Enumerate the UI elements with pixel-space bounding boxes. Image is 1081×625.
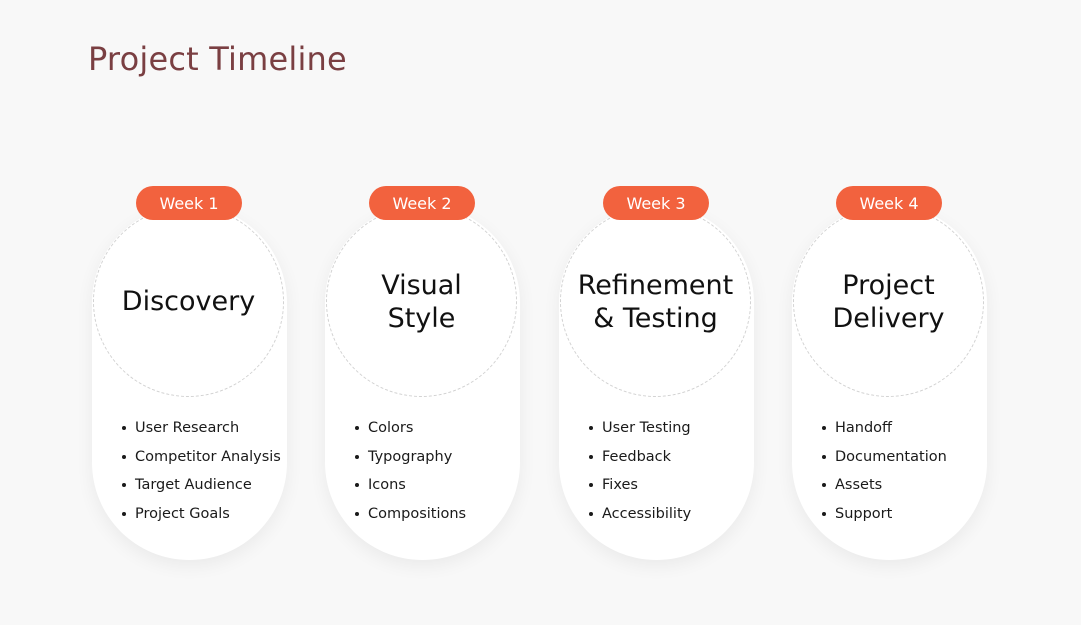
phase-item-list: Colors Typography Icons Compositions	[353, 414, 466, 528]
list-item: Documentation	[820, 443, 947, 472]
list-item: User Testing	[587, 414, 691, 443]
phase-item-list: User Testing Feedback Fixes Accessibilit…	[587, 414, 691, 528]
list-item: Feedback	[587, 443, 691, 472]
list-item: Colors	[353, 414, 466, 443]
phase-title: Discovery	[121, 286, 256, 317]
phase-circle: Visual Style	[326, 206, 517, 397]
week-badge: Week 1	[136, 186, 242, 220]
list-item: Support	[820, 500, 947, 529]
phase-circle: Discovery	[93, 206, 284, 397]
phase-title: Refinement & Testing	[577, 269, 734, 334]
list-item: Project Goals	[120, 500, 281, 529]
list-item: Accessibility	[587, 500, 691, 529]
list-item: Fixes	[587, 471, 691, 500]
list-item: Handoff	[820, 414, 947, 443]
list-item: Target Audience	[120, 471, 281, 500]
phase-title: Project Delivery	[832, 269, 945, 334]
list-item: Assets	[820, 471, 947, 500]
list-item: Compositions	[353, 500, 466, 529]
phase-circle: Project Delivery	[793, 206, 984, 397]
week-badge: Week 2	[369, 186, 475, 220]
list-item: Typography	[353, 443, 466, 472]
list-item: Icons	[353, 471, 466, 500]
list-item: User Research	[120, 414, 281, 443]
phase-item-list: User Research Competitor Analysis Target…	[120, 414, 281, 528]
list-item: Competitor Analysis	[120, 443, 281, 472]
week-badge: Week 4	[836, 186, 942, 220]
phase-title: Visual Style	[381, 269, 462, 334]
week-badge: Week 3	[603, 186, 709, 220]
phase-card-week-2: Visual Style Colors Typography Icons Com…	[325, 205, 520, 560]
phase-card-week-4: Project Delivery Handoff Documentation A…	[792, 205, 987, 560]
phase-card-week-3: Refinement & Testing User Testing Feedba…	[559, 205, 754, 560]
page-title: Project Timeline	[88, 40, 347, 78]
phase-item-list: Handoff Documentation Assets Support	[820, 414, 947, 528]
phase-circle: Refinement & Testing	[560, 206, 751, 397]
phase-card-week-1: Discovery User Research Competitor Analy…	[92, 205, 287, 560]
